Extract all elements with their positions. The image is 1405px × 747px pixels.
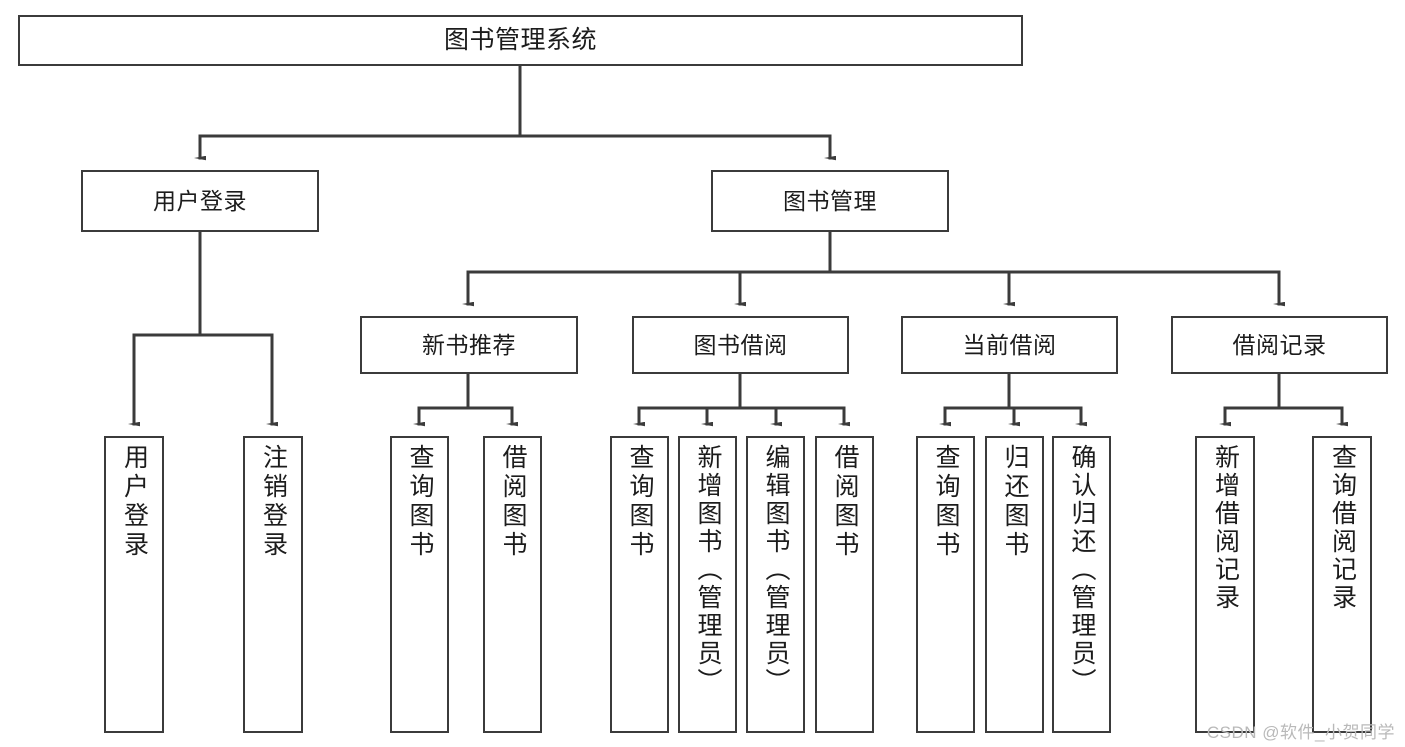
- node-borrow-record[interactable]: 借阅记录: [1171, 316, 1388, 374]
- node-leaf-query-record[interactable]: 查询借阅记录: [1312, 436, 1372, 733]
- node-current-borrow-label: 当前借阅: [962, 331, 1057, 358]
- node-leaf-query-book-2[interactable]: 查询图书: [610, 436, 669, 733]
- node-leaf-query-book-3[interactable]: 查询图书: [916, 436, 975, 733]
- node-leaf-borrow-book-1-label: 借阅图书: [499, 444, 527, 560]
- node-leaf-return-book-label: 归还图书: [1001, 444, 1029, 560]
- node-leaf-query-book-1-label: 查询图书: [406, 444, 434, 560]
- node-leaf-borrow-book-1[interactable]: 借阅图书: [483, 436, 542, 733]
- node-book-manage-label: 图书管理: [783, 187, 877, 214]
- node-leaf-confirm-return-label: 确认归还（管理员）: [1068, 444, 1096, 696]
- node-leaf-borrow-book-2[interactable]: 借阅图书: [815, 436, 874, 733]
- csdn-watermark: CSDN @软件_小贺同学: [1206, 723, 1395, 742]
- node-current-borrow[interactable]: 当前借阅: [901, 316, 1118, 374]
- node-root[interactable]: 图书管理系统: [18, 15, 1023, 66]
- node-new-book-recommend-label: 新书推荐: [422, 331, 516, 358]
- node-leaf-query-book-1[interactable]: 查询图书: [390, 436, 449, 733]
- node-leaf-user-login[interactable]: 用户登录: [104, 436, 164, 733]
- node-root-label: 图书管理系统: [443, 26, 597, 54]
- node-new-book-recommend[interactable]: 新书推荐: [360, 316, 578, 374]
- node-leaf-edit-book-label: 编辑图书（管理员）: [762, 444, 790, 696]
- node-leaf-confirm-return[interactable]: 确认归还（管理员）: [1052, 436, 1111, 733]
- node-leaf-add-record-label: 新增借阅记录: [1211, 444, 1240, 612]
- node-leaf-borrow-book-2-label: 借阅图书: [831, 444, 859, 560]
- node-book-borrow[interactable]: 图书借阅: [632, 316, 849, 374]
- node-leaf-add-record[interactable]: 新增借阅记录: [1195, 436, 1255, 733]
- node-leaf-user-login-label: 用户登录: [120, 444, 149, 560]
- node-leaf-edit-book[interactable]: 编辑图书（管理员）: [746, 436, 805, 733]
- node-leaf-add-book[interactable]: 新增图书（管理员）: [678, 436, 737, 733]
- node-leaf-return-book[interactable]: 归还图书: [985, 436, 1044, 733]
- node-borrow-record-label: 借阅记录: [1232, 331, 1327, 358]
- node-leaf-add-book-label: 新增图书（管理员）: [694, 444, 722, 696]
- node-user-login[interactable]: 用户登录: [81, 170, 319, 232]
- node-leaf-query-book-2-label: 查询图书: [626, 444, 654, 560]
- node-leaf-user-logout[interactable]: 注销登录: [243, 436, 303, 733]
- node-book-manage[interactable]: 图书管理: [711, 170, 949, 232]
- node-user-login-label: 用户登录: [153, 187, 247, 214]
- node-leaf-query-record-label: 查询借阅记录: [1328, 444, 1357, 612]
- node-leaf-query-book-3-label: 查询图书: [932, 444, 960, 560]
- node-leaf-user-logout-label: 注销登录: [259, 444, 288, 560]
- node-book-borrow-label: 图书借阅: [693, 331, 788, 358]
